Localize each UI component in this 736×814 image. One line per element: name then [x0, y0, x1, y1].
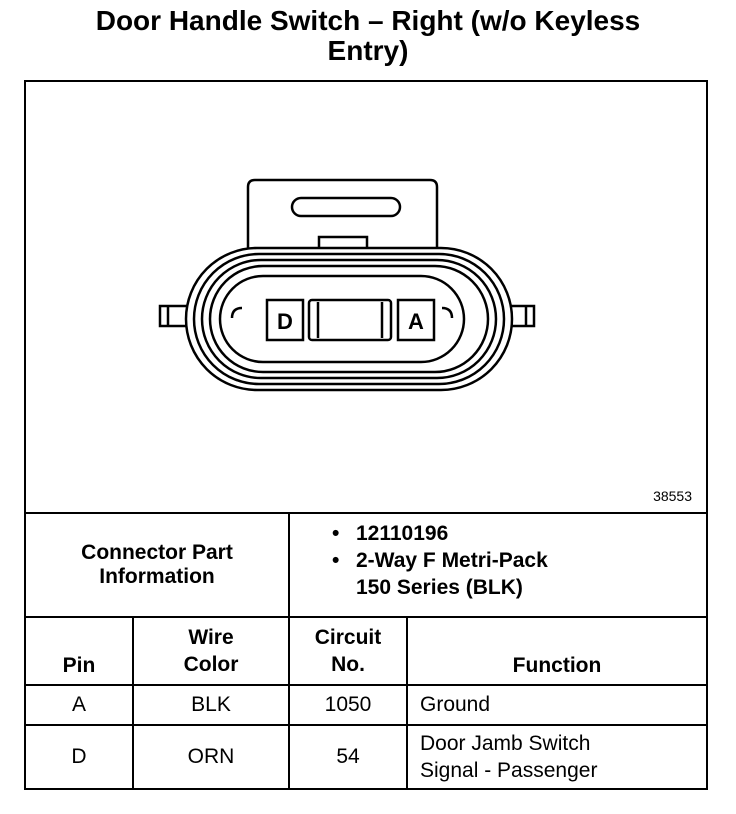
row-a-pin-value: A [71, 693, 86, 716]
connector-right-ear [508, 304, 536, 328]
connector-left-ear [158, 304, 190, 328]
row-d-wire-color: ORN [134, 726, 288, 788]
title-line-1: Door Handle Switch – Right (w/o Keyless [95, 5, 641, 36]
row-a-wire-color-value: BLK [191, 693, 231, 716]
header-function-label: Function [512, 654, 602, 677]
row-a-circuit: 1050 [290, 686, 406, 724]
pin-d-label: D [277, 309, 293, 334]
connector-part-label: Connector Part Information [26, 514, 288, 616]
connector-figure: D A 38553 [26, 82, 706, 514]
header-circuit-label: Circuit No. [314, 626, 382, 676]
header-function: Function [408, 618, 706, 684]
header-wire-color: Wire Color [134, 618, 288, 684]
row-a-wire-color: BLK [134, 686, 288, 724]
connector-label-line-1: Connector Part [81, 541, 233, 564]
row-a-pin: A [26, 686, 132, 724]
pin-a-cavity [396, 298, 436, 342]
figure-number: 38553 [653, 488, 692, 504]
row-d-function: Door Jamb Switch Signal - Passenger [408, 726, 706, 788]
title-line-2: Entry) [327, 35, 409, 66]
row-a-circuit-value: 1050 [324, 693, 372, 716]
connector-shell-ring-1 [192, 252, 506, 386]
rule-col-1 [132, 618, 134, 788]
row-d-circuit-value: 54 [336, 745, 360, 768]
rule-figure-bottom [26, 512, 706, 514]
pin-a-label: A [408, 309, 424, 334]
bullet-dot: • [332, 549, 340, 572]
row-d-circuit: 54 [290, 726, 406, 788]
row-a-function: Ground [408, 686, 706, 724]
row-d-wire-color-value: ORN [187, 745, 235, 768]
connector-center-key [307, 298, 393, 342]
rule-col-3 [406, 618, 408, 788]
row-a-function-value: Ground [420, 693, 491, 716]
part-number: 12110196 [356, 522, 449, 545]
connector-latch-slot [290, 196, 402, 218]
connector-bullet-series: • 2-Way F Metri-Pack 150 Series (BLK) [332, 547, 702, 601]
header-wire-color-label: Wire Color [183, 626, 239, 676]
header-pin: Pin [26, 618, 132, 684]
row-d-pin-value: D [71, 745, 87, 768]
connector-bullet-part-number: • 12110196 [332, 520, 702, 547]
connector-drawing: D A [158, 178, 536, 392]
connector-outer-shell [184, 246, 514, 392]
connector-bullets: • 12110196 • 2-Way F Metri-Pack 150 Seri… [332, 520, 702, 601]
connector-label-line-2: Information [99, 565, 215, 588]
rule-header-bottom [26, 684, 706, 686]
rule-col-2 [288, 514, 290, 788]
connector-top-tab [246, 178, 439, 252]
page-title: Door Handle Switch – Right (w/o Keyless … [0, 6, 736, 66]
row-d-function-value: Door Jamb Switch Signal - Passenger [420, 732, 598, 782]
header-pin-label: Pin [62, 654, 96, 677]
row-d-pin: D [26, 726, 132, 788]
rule-row-a-bottom [26, 724, 706, 726]
connector-shell-ring-2 [200, 258, 498, 380]
bullet-dot: • [332, 522, 340, 545]
connector-sheet: D A 38553 Connector Part Information • 1… [24, 80, 708, 790]
rule-connector-bottom [26, 616, 706, 618]
connector-shell-ring-3 [208, 264, 490, 374]
pin-d-cavity [265, 298, 305, 342]
connector-series: 2-Way F Metri-Pack 150 Series (BLK) [356, 549, 548, 599]
connector-inner-cavity [218, 274, 466, 364]
header-circuit: Circuit No. [290, 618, 406, 684]
